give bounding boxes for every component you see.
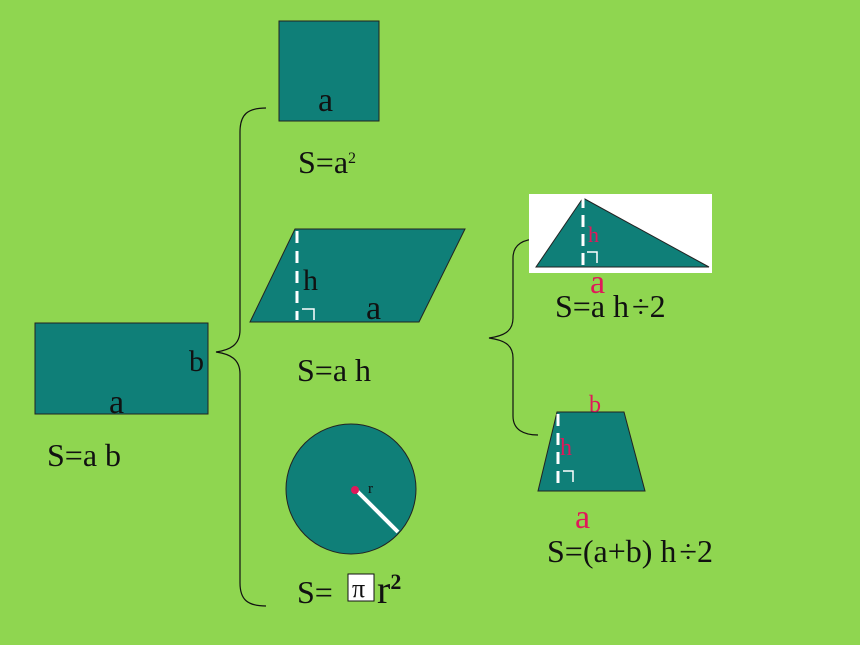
circle-figure: r S= π r2 (285, 423, 417, 612)
pi-symbol-box (347, 573, 375, 602)
circle-radius-label: r (368, 481, 373, 497)
triangle-shape (535, 197, 710, 268)
square-formula-exponent: 2 (348, 150, 356, 167)
circle-center-dot (351, 486, 359, 494)
trapezoid-formula-tail: 2 (697, 533, 713, 569)
rectangle-area-formula: S=a b (47, 437, 121, 473)
rectangle-side-a-label: a (109, 384, 124, 421)
rectangle-side-b-label: b (189, 345, 204, 378)
trapezoid-bottom-label: a (575, 499, 590, 536)
pi-symbol: π (352, 574, 365, 603)
rectangle-shape (34, 322, 209, 415)
circle-radius-line (354, 488, 400, 534)
main-brace (215, 107, 267, 607)
rectangle-figure: b a S=a b (34, 322, 209, 473)
circle-formula-prefix: S= (297, 574, 333, 610)
triangle-base-label: a (590, 264, 605, 301)
circle-shape (285, 423, 417, 555)
trapezoid-height-label: h (560, 435, 572, 461)
triangle-figure: h a S=a h÷2 (529, 194, 712, 324)
trapezoid-formula-divide: ÷ (679, 533, 697, 569)
trapezoid-top-label: b (589, 392, 601, 418)
trapezoid-area-formula: S=(a+b) h÷2 (547, 533, 713, 569)
triangle-formula-divide: ÷ (632, 288, 650, 324)
triangle-formula-tail: 2 (650, 288, 666, 324)
trapezoid-shape (537, 411, 646, 492)
square-figure: a S=a2 (278, 20, 380, 180)
parallelogram-base-label: a (366, 290, 381, 327)
circle-formula-exponent: 2 (390, 569, 401, 594)
parallelogram-figure: h a S=a h (249, 228, 466, 388)
parallelogram-area-formula: S=a h (297, 352, 371, 388)
sub-brace (488, 238, 539, 436)
circle-formula-tail: r2 (377, 567, 401, 612)
square-side-label: a (318, 82, 333, 119)
square-formula-base: S=a (298, 144, 348, 180)
triangle-area-formula: S=a h÷2 (555, 288, 666, 324)
square-shape (278, 20, 380, 122)
parallelogram-right-angle-mark (302, 308, 315, 320)
trapezoid-formula-main: S=(a+b) h (547, 533, 676, 569)
trapezoid-figure: b h a S=(a+b) h÷2 (537, 392, 713, 569)
triangle-right-angle-mark (587, 251, 598, 263)
triangle-height-label: h (588, 222, 599, 247)
parallelogram-shape (249, 228, 466, 323)
triangle-formula-main: S=a h (555, 288, 629, 324)
circle-formula-variable: r (377, 567, 390, 612)
trapezoid-right-angle-mark (563, 470, 574, 482)
parallelogram-height-label: h (303, 264, 318, 297)
square-area-formula: S=a2 (298, 144, 356, 180)
circle-area-formula: S= (297, 574, 333, 610)
